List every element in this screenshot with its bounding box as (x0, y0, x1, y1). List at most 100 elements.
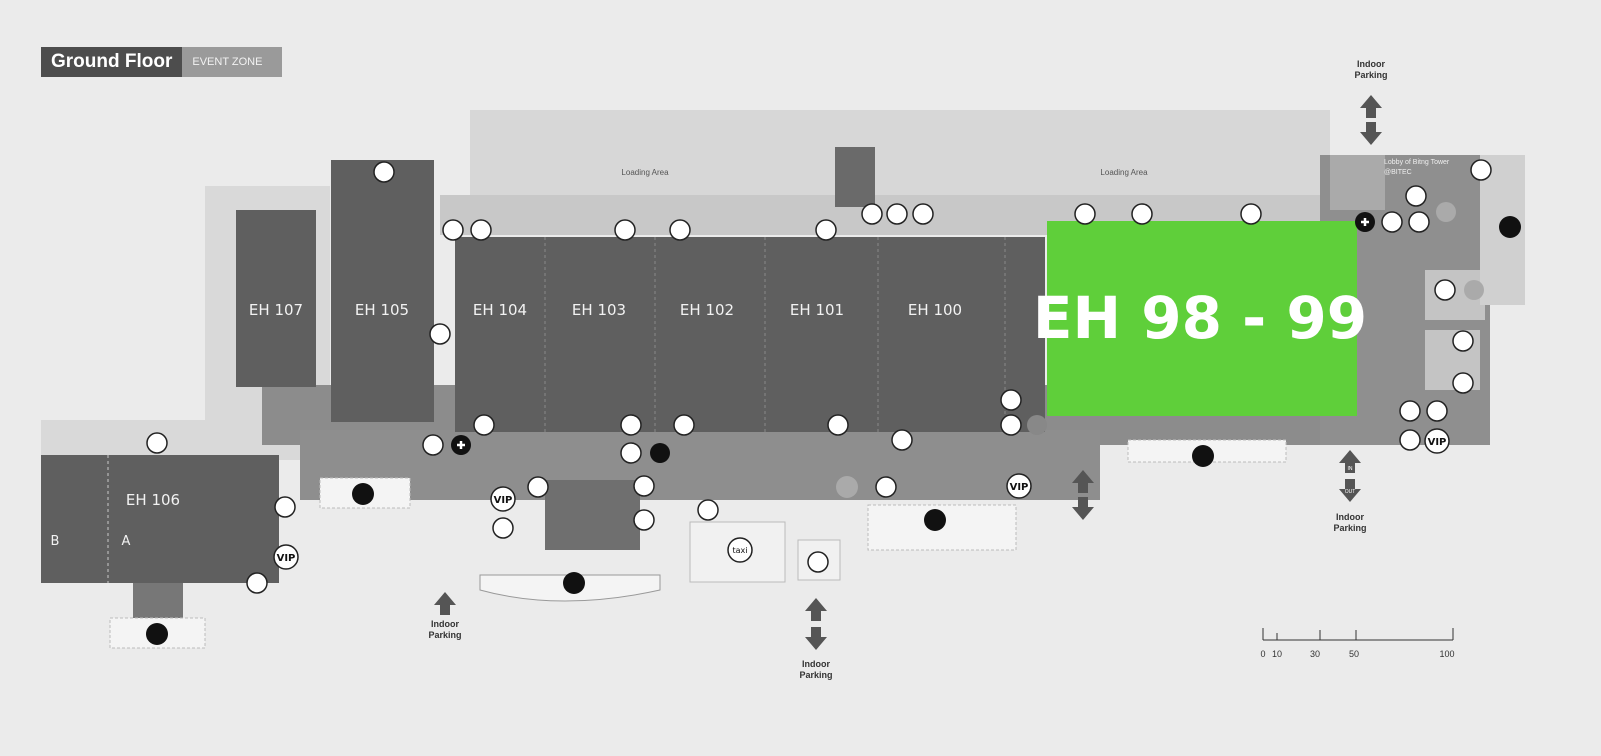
loading-zone (470, 110, 1330, 200)
accessible-restroom-icon (861, 203, 883, 225)
label-eh103: EH 103 (572, 301, 626, 319)
lobby-block (1330, 155, 1385, 210)
escalator-icon (1464, 280, 1484, 300)
restroom-icon (274, 496, 296, 518)
escalator-icon (429, 323, 451, 345)
restroom-icons (274, 159, 1492, 518)
parking-arrow-mid[interactable] (1072, 470, 1094, 520)
scale-tick-50: 50 (1349, 649, 1359, 659)
car-icon (352, 483, 374, 505)
dining-icon (146, 432, 168, 454)
eh106-top-zone (41, 420, 301, 460)
misc-icons (429, 203, 1474, 531)
escalator-icon (1436, 202, 1456, 222)
south-corridor (300, 430, 1100, 500)
dining-icon (697, 499, 719, 521)
restroom-icon (669, 219, 691, 241)
accessible-restroom-icon (442, 219, 464, 241)
dining-icon (1452, 330, 1474, 352)
restroom-icon (422, 434, 444, 456)
floor-subtitle: EVENT ZONE (182, 47, 283, 77)
label-loading-left: Loading Area (621, 168, 669, 177)
parking-sw-line1: Indoor (431, 619, 459, 629)
parking-arrow-s[interactable] (805, 598, 827, 650)
music-icon (886, 203, 908, 225)
elevator-icon (620, 442, 642, 464)
parking-s-line2: Parking (799, 670, 832, 680)
car-icon (563, 572, 585, 594)
label-lobby-1: Lobby of Bitng Tower (1384, 159, 1450, 166)
label-eh102: EH 102 (680, 301, 734, 319)
taxi-label: taxi (733, 546, 748, 555)
restroom-icon (891, 429, 913, 451)
dining-icon (1434, 279, 1456, 301)
label-eh104: EH 104 (473, 301, 527, 319)
dining-icons (146, 211, 1474, 594)
scale-tick-30: 30 (1310, 649, 1320, 659)
vip-icon: VIP (494, 495, 513, 506)
lounge-icon (633, 509, 655, 531)
car-icon (146, 623, 168, 645)
north-block (835, 147, 875, 207)
car-icon (1499, 216, 1521, 238)
restroom-icon (1240, 203, 1262, 225)
parking-arrow-se[interactable]: IN OUT (1339, 450, 1361, 502)
dining-icon (492, 517, 514, 539)
restroom-icon (614, 219, 636, 241)
hall-eh105[interactable] (331, 160, 434, 422)
elevator-icon (1000, 414, 1022, 436)
hall-row-100-104 (455, 237, 1045, 432)
restroom-icon (620, 414, 642, 436)
label-eh106-a: A (122, 534, 131, 549)
restroom-icon (373, 161, 395, 183)
escalator-icon (836, 476, 858, 498)
parking-se-out: OUT (1345, 489, 1356, 495)
scale-tick-0: 0 (1260, 649, 1265, 659)
hall-eh106[interactable] (41, 455, 279, 583)
dining-icon (1399, 429, 1421, 451)
dining-icon (246, 572, 268, 594)
lounge-icon (1452, 372, 1474, 394)
parking-se-line2: Parking (1333, 523, 1366, 533)
first-aid-icons (451, 212, 1375, 455)
floor-title: Ground Floor (41, 47, 183, 77)
label-lobby-2: @BITEC (1384, 169, 1412, 176)
label-eh106: EH 106 (126, 491, 180, 509)
label-eh101: EH 101 (790, 301, 844, 319)
vip-icon: VIP (1010, 482, 1029, 493)
hall-eh98-99-highlight[interactable] (1047, 221, 1357, 416)
label-eh105: EH 105 (355, 301, 409, 319)
south-block (545, 480, 640, 550)
restroom-icon (1000, 389, 1022, 411)
parking-se-in: IN (1348, 466, 1353, 472)
restroom-icon (470, 219, 492, 241)
dining-icon (527, 476, 549, 498)
restroom-icon (815, 219, 837, 241)
scale-tick-100: 100 (1439, 649, 1454, 659)
escalator-icon (1399, 400, 1421, 422)
restroom-icon (673, 414, 695, 436)
car-icons (146, 216, 1521, 645)
hall-eh107[interactable] (236, 210, 316, 387)
parking-se-line1: Indoor (1336, 512, 1364, 522)
label-loading-right: Loading Area (1100, 168, 1148, 177)
restroom-icon (1131, 203, 1153, 225)
info-screen-icon (650, 443, 670, 463)
escalator-icon (1027, 415, 1047, 435)
restroom-icon (827, 414, 849, 436)
parking-s-line1: Indoor (802, 659, 830, 669)
floor-badge: Ground Floor EVENT ZONE (41, 47, 283, 77)
elevator-icon (1426, 400, 1448, 422)
dining-icon (807, 551, 829, 573)
label-eh106-b: B (51, 534, 60, 549)
car-icon (924, 509, 946, 531)
vip-icons: VIP VIP VIP VIP (273, 428, 1450, 570)
restroom-icon (1074, 203, 1096, 225)
atm-icon (1381, 211, 1403, 233)
scale-tick-10: 10 (1272, 649, 1282, 659)
label-eh100: EH 100 (908, 301, 962, 319)
parking-ne-line1: Indoor (1357, 59, 1385, 69)
parking-arrow-sw[interactable] (434, 592, 456, 615)
eh106-annex (133, 583, 183, 618)
parking-arrow-ne[interactable] (1360, 95, 1382, 145)
